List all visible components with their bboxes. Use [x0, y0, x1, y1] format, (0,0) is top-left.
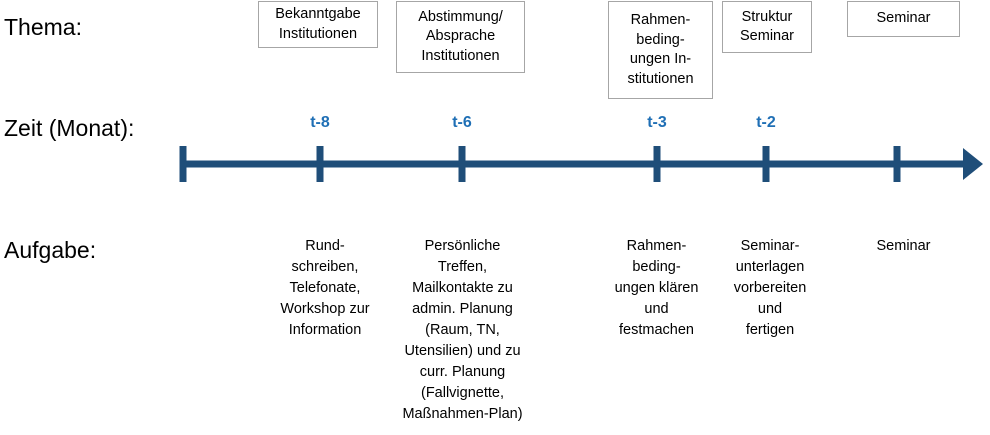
task-text: Seminar: [876, 238, 931, 254]
axis-line: [183, 160, 963, 168]
axis-tick: [316, 146, 324, 182]
axis-tick: [179, 146, 187, 182]
task-text: Persönliche Treffen, Mailkontakte zu adm…: [402, 238, 523, 422]
row-label-aufgabe: Aufgabe:: [4, 237, 97, 263]
task-text: Seminar- unterlagen vorbereiten und fert…: [733, 238, 807, 338]
task-text: Rund- schreiben, Telefonate, Workshop zu…: [280, 238, 370, 338]
topic-box: Rahmen- beding- ungen In- stitutionen: [608, 1, 713, 99]
tick-label: t-6: [452, 114, 472, 131]
row-label-thema: Thema:: [4, 14, 82, 40]
axis-arrowhead-icon: [963, 148, 983, 180]
topic-box: Bekanntgabe Institutionen: [258, 1, 378, 48]
tick-label: t-3: [647, 114, 667, 131]
axis-tick: [458, 146, 466, 182]
topic-box: Seminar: [847, 1, 960, 37]
topic-box: Abstimmung/ Absprache Institutionen: [396, 1, 525, 73]
topic-box: Struktur Seminar: [722, 1, 812, 53]
task-text: Rahmen- beding- ungen klären und festmac…: [614, 238, 699, 338]
tick-label: t-8: [310, 114, 330, 131]
axis-tick: [762, 146, 770, 182]
tick-label: t-2: [756, 114, 776, 131]
axis-tick: [653, 146, 661, 182]
axis-tick: [893, 146, 901, 182]
row-label-zeit: Zeit (Monat):: [4, 115, 135, 141]
